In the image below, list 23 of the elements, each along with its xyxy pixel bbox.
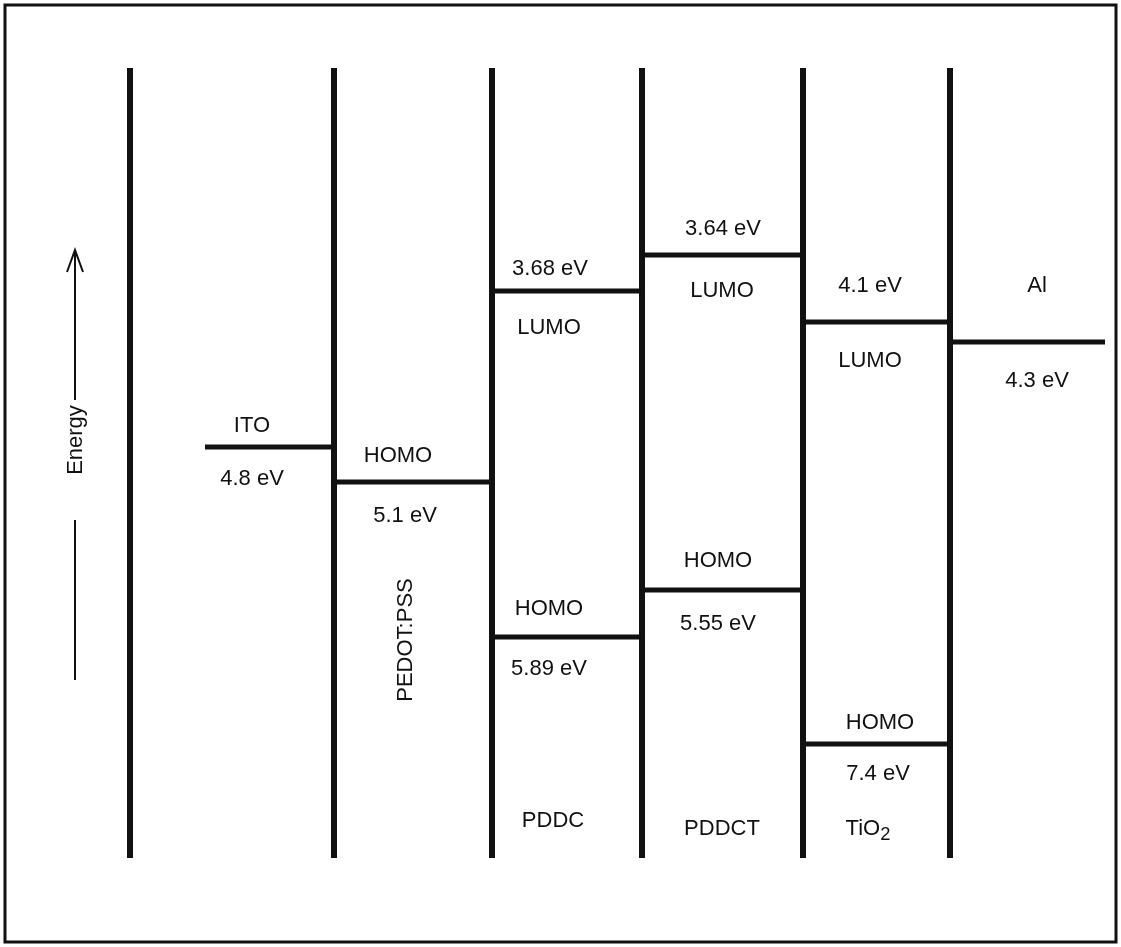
layer-label: PEDOT:PSS <box>394 578 416 702</box>
level-label: LUMO <box>838 349 902 371</box>
energy-value: 4.8 eV <box>220 467 284 489</box>
level-label: LUMO <box>517 316 581 338</box>
level-label: HOMO <box>514 597 584 619</box>
layer-label: PDDCT <box>684 817 760 839</box>
energy-value: 5.89 eV <box>511 657 587 679</box>
energy-value: 3.64 eV <box>685 217 761 239</box>
electrode-label: ITO <box>233 414 271 436</box>
energy-value: 5.55 eV <box>680 612 756 634</box>
level-label: LUMO <box>690 279 754 301</box>
layer-label: TiO$_{2}$ <box>845 816 891 844</box>
electrode-label: Al <box>1027 274 1047 296</box>
energy-value: 5.1 eV <box>373 504 437 526</box>
energy-value: 3.68 eV <box>512 257 588 279</box>
energy-value: 4.3 eV <box>1005 369 1069 391</box>
energy-value: 4.1 eV <box>838 274 902 296</box>
layer-label: PDDC <box>521 809 585 831</box>
level-label: HOMO <box>845 711 915 733</box>
energy-value: 7.4 eV <box>846 762 910 784</box>
level-label: HOMO <box>683 549 753 571</box>
level-label: HOMO <box>363 444 433 466</box>
axis-label: Energy <box>64 405 86 475</box>
